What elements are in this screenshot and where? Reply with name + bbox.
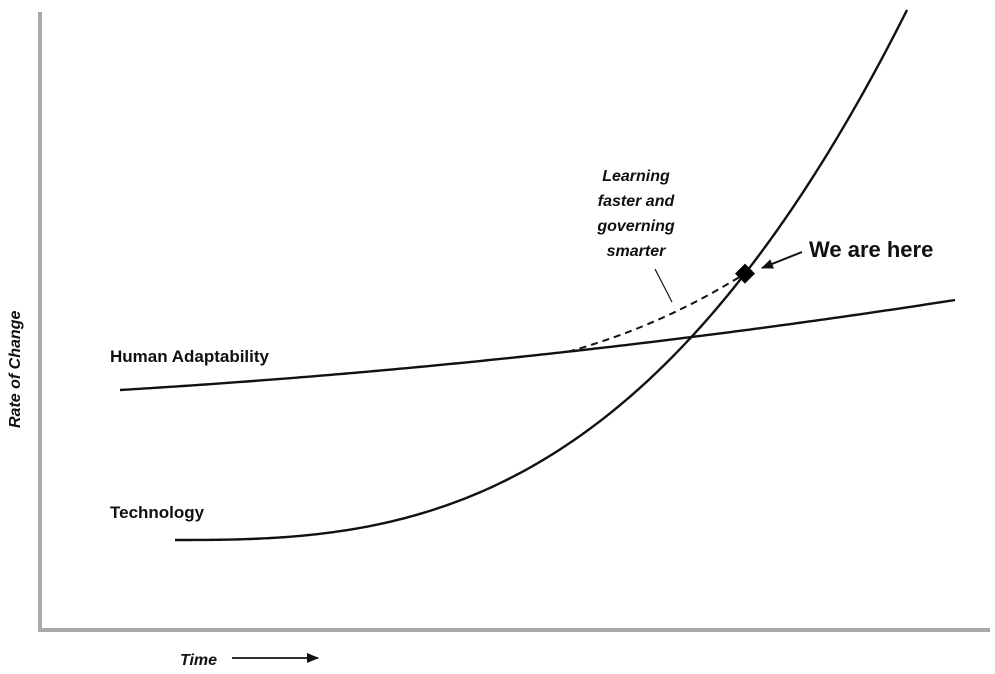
- we-are-here-label: We are here: [809, 237, 933, 262]
- human-adaptability-line: [119, 298, 956, 392]
- technology-line: [175, 9, 909, 542]
- we-are-here-marker: [735, 263, 755, 284]
- projection-text-line-2: faster and: [598, 193, 676, 210]
- y-axis-label: Rate of Change: [7, 311, 24, 428]
- projection-text-line-4: smarter: [607, 243, 666, 260]
- human-adaptability-label: Human Adaptability: [110, 347, 270, 366]
- x-axis-label: Time: [180, 652, 217, 669]
- axes-group: [38, 12, 990, 632]
- labels-group: Human Adaptability Technology Learning f…: [7, 168, 933, 669]
- technology-label: Technology: [110, 503, 205, 522]
- projection-text-line-1: Learning: [602, 168, 670, 185]
- annotation-pointer-line: [654, 268, 673, 303]
- series-group: [119, 9, 956, 542]
- projection-text-line-3: governing: [596, 218, 675, 235]
- learning-faster-projection-line: [567, 272, 746, 353]
- we-are-here-arrow: [761, 251, 803, 269]
